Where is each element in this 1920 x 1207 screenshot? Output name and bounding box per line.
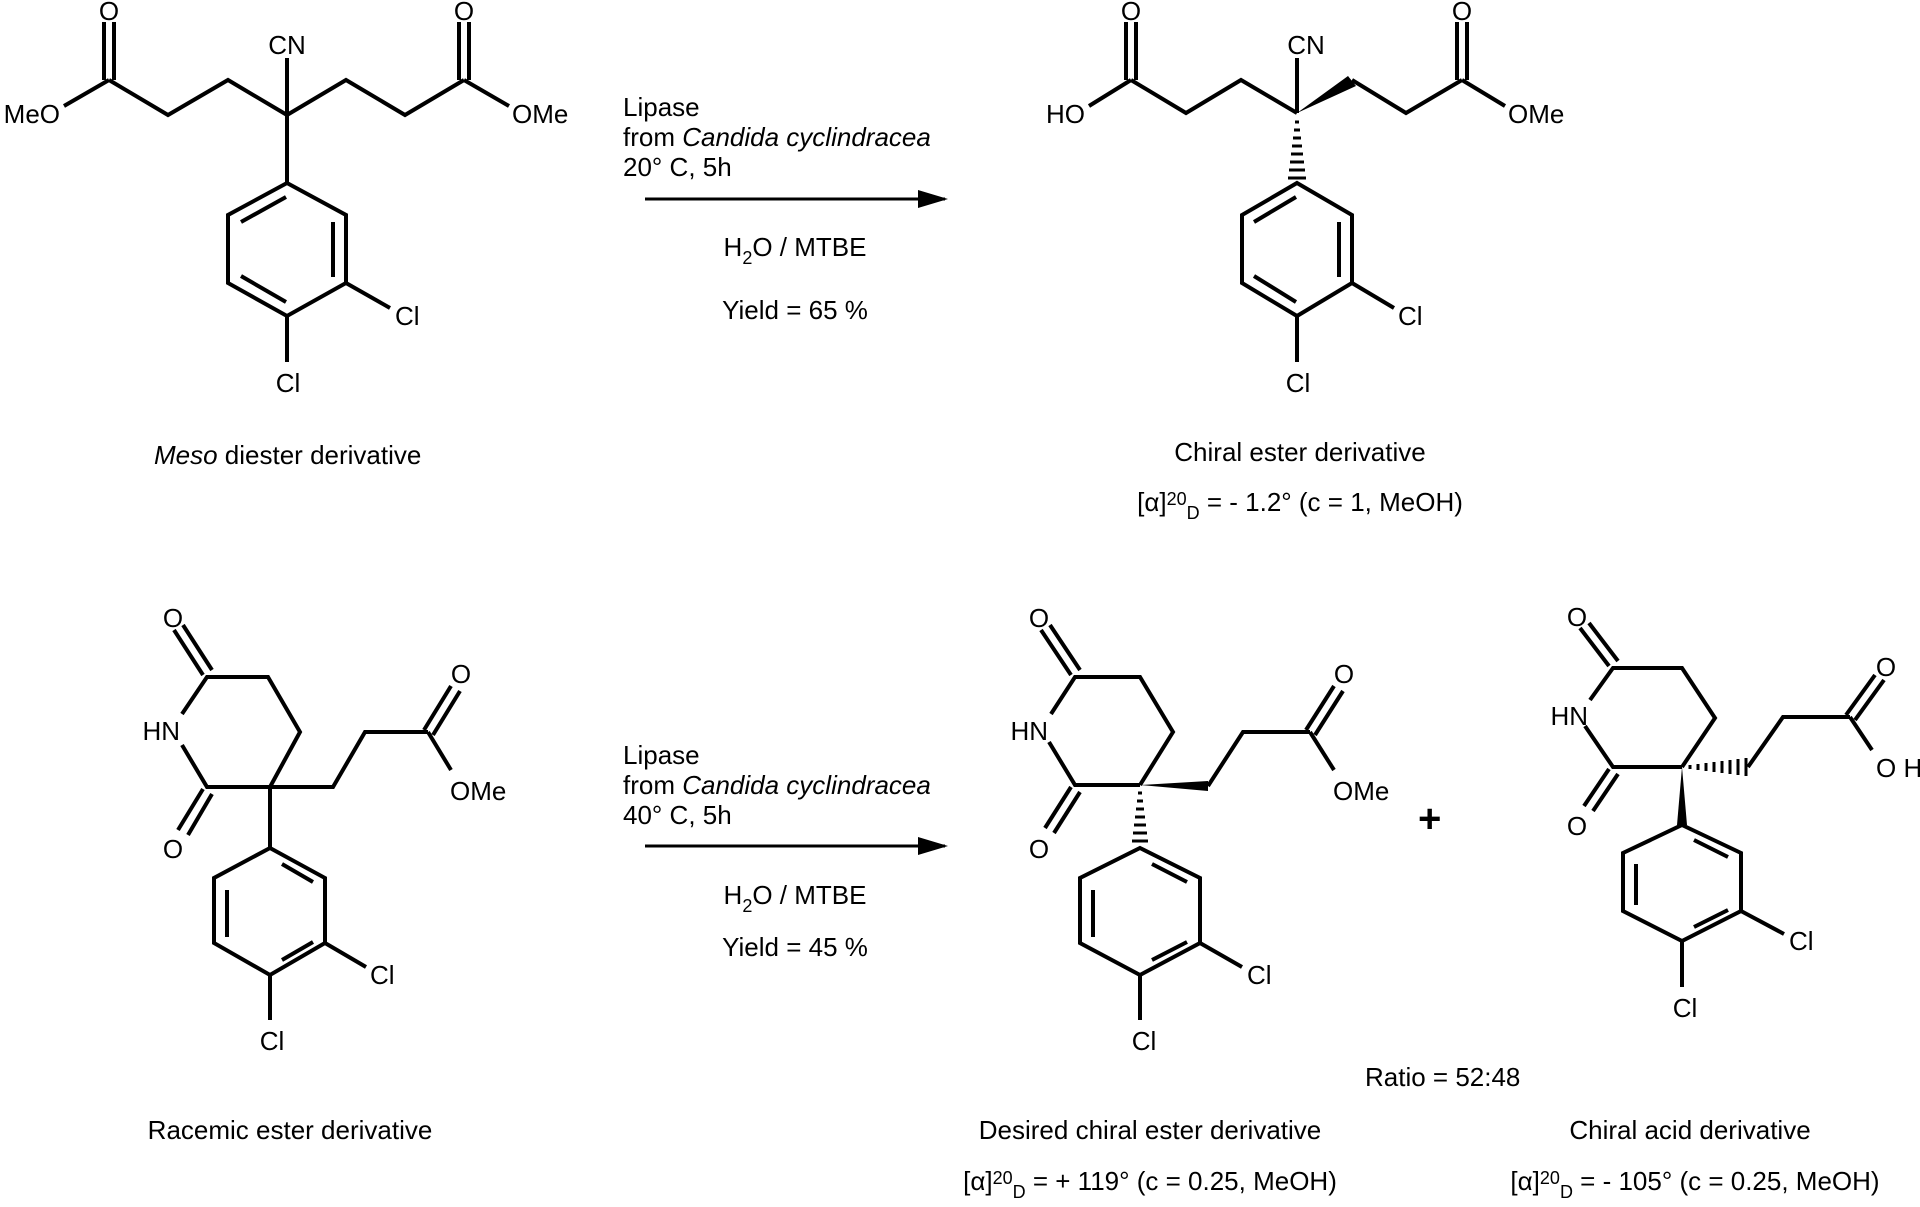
cl-label: Cl (1286, 368, 1311, 398)
hashed-bond (1288, 120, 1306, 180)
ome-label: OMe (512, 99, 568, 129)
solvent-label: H2O / MTBE (645, 232, 945, 273)
carbonyl-o-label: O (1029, 834, 1049, 864)
hn-label: HN (1010, 716, 1048, 746)
rotation-prefix: [α] (963, 1166, 993, 1196)
chiral-acid-structure: HN O O O O H Cl Cl (1550, 602, 1920, 1023)
cl-label: Cl (276, 368, 301, 398)
temperature-time: 20° C, 5h (623, 152, 732, 182)
rotation-line: D (1559, 1182, 1573, 1202)
carbonyl-o-label: O (1029, 603, 1049, 633)
solvent-subscript: 2 (742, 248, 753, 268)
wedge-bond (1297, 76, 1356, 113)
desired-chiral-ester-structure: HN O O O OMe Cl Cl (1010, 603, 1389, 1056)
rotation-value: = + 119° (c = 0.25, MeOH) (1025, 1166, 1337, 1196)
meso-diester-caption: Meso diester derivative (154, 440, 421, 470)
ratio-label: Ratio = 52:48 (1365, 1062, 1521, 1092)
rotation-prefix: [α] (1137, 487, 1167, 517)
conditions-reagent: Lipase from Candida cyclindracea 20° C, … (623, 92, 931, 182)
carbonyl-o-label: O (1567, 811, 1587, 841)
cn-label: CN (268, 30, 306, 60)
carbonyl-o-label: O (454, 0, 474, 26)
hn-label: HN (142, 716, 180, 746)
yield-label: Yield = 65 % (722, 295, 868, 325)
carbonyl-o-label: O (99, 0, 119, 26)
plus-sign: + (1418, 797, 1442, 841)
rotation-value: = - 1.2° (c = 1, MeOH) (1199, 487, 1463, 517)
carbonyl-o-label: O (1334, 659, 1354, 689)
ome-label: OMe (450, 776, 506, 806)
carbonyl-o-label: O (451, 659, 471, 689)
ome-label: OMe (1508, 99, 1564, 129)
cl-label: Cl (1789, 926, 1814, 956)
solvent-rest: O / MTBE (752, 880, 867, 910)
cl-label: Cl (395, 301, 420, 331)
conditions-reagent: Lipase from Candida cyclindracea 40° C, … (623, 740, 931, 830)
desired-ester-caption: Desired chiral ester derivative (978, 1115, 1322, 1145)
cl-label: Cl (370, 960, 395, 990)
organism-name: Candida cyclindracea (682, 122, 931, 152)
wedge-bond (1677, 767, 1687, 825)
reagent-lipase: Lipase (623, 92, 700, 122)
solvent-label: H2O / MTBE (645, 880, 945, 921)
carbonyl-o-label: O (1121, 0, 1141, 26)
carbonyl-o-label: O (1876, 652, 1896, 682)
chiral-ester-structure: CN O HO O OMe Cl Cl (1046, 0, 1564, 398)
ome-label: OMe (1333, 776, 1389, 806)
carbonyl-o-label: O (1567, 602, 1587, 632)
carbonyl-o-label: O (163, 603, 183, 633)
rotation-line: D (1012, 1182, 1026, 1202)
rotation-temp: 20 (992, 1168, 1013, 1188)
cn-label: CN (1287, 30, 1325, 60)
rotation-line: D (1186, 503, 1200, 523)
ho-label: HO (1046, 99, 1085, 129)
reagent-lipase: Lipase (623, 740, 700, 770)
hn-label: HN (1550, 701, 1588, 731)
meso-diester-structure: CN O MeO O OMe Cl Cl (4, 0, 569, 398)
hashed-bond (1132, 791, 1148, 843)
meo-label: MeO (4, 99, 60, 129)
cl-label: Cl (1132, 1026, 1157, 1056)
optical-rotation: [α]20D = + 119° (c = 0.25, MeOH) (920, 1163, 1380, 1207)
optical-rotation: [α]20D = - 1.2° (c = 1, MeOH) (1080, 484, 1520, 528)
cl-label: Cl (1247, 960, 1272, 990)
carbonyl-o-label: O (1452, 0, 1472, 26)
rotation-prefix: [α] (1510, 1166, 1540, 1196)
chiral-acid-caption: Chiral acid derivative (1569, 1115, 1811, 1145)
reagent-source: from Candida cyclindracea (623, 770, 931, 800)
yield-label: Yield = 45 % (722, 932, 868, 962)
chiral-ester-caption: Chiral ester derivative (1174, 437, 1426, 467)
solvent-h: H (723, 880, 743, 910)
cl-label: Cl (1398, 301, 1423, 331)
source-prefix: from (623, 770, 683, 800)
rotation-temp: 20 (1166, 489, 1187, 509)
organism-name: Candida cyclindracea (682, 770, 931, 800)
oh-label: O H (1876, 753, 1920, 783)
solvent-rest: O / MTBE (752, 232, 867, 262)
temperature-time: 40° C, 5h (623, 800, 732, 830)
carbonyl-o-label: O (163, 834, 183, 864)
wedge-bond (1140, 781, 1208, 791)
reagent-source: from Candida cyclindracea (623, 122, 931, 152)
rotation-value: = - 105° (c = 0.25, MeOH) (1572, 1166, 1880, 1196)
hashed-bond (1688, 758, 1748, 776)
solvent-h: H (723, 232, 743, 262)
cl-label: Cl (260, 1026, 285, 1056)
source-prefix: from (623, 122, 683, 152)
optical-rotation: [α]20D = - 105° (c = 0.25, MeOH) (1470, 1163, 1920, 1207)
racemic-ester-structure: HN O O O OMe Cl Cl (142, 603, 506, 1056)
caption-italic: Meso (154, 440, 218, 470)
caption-rest: diester derivative (217, 440, 422, 470)
rotation-temp: 20 (1539, 1168, 1560, 1188)
racemic-ester-caption: Racemic ester derivative (147, 1115, 433, 1145)
solvent-subscript: 2 (742, 896, 753, 916)
cl-label: Cl (1673, 993, 1698, 1023)
